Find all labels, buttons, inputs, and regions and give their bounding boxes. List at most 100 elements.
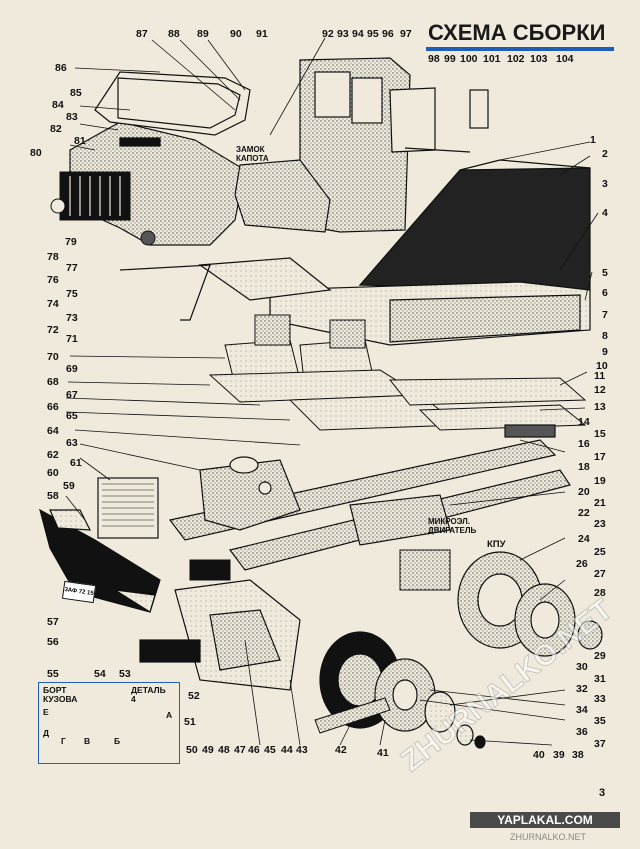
- part-number: 102: [507, 53, 525, 65]
- part-number: 88: [168, 28, 180, 40]
- inset-detail-label: ДЕТАЛЬ 4: [131, 685, 166, 704]
- part-number: 3: [602, 178, 608, 190]
- radiator: [97, 477, 159, 539]
- part-number: 101: [483, 53, 501, 65]
- part-number: 4: [602, 207, 608, 219]
- part-number: 94: [352, 28, 364, 40]
- part-number: 29: [594, 650, 606, 662]
- part-number: 1: [590, 134, 596, 146]
- part-number: 58: [47, 490, 59, 502]
- inset-letter-e: Е: [43, 707, 49, 717]
- part-number: 65: [66, 410, 78, 422]
- part-number: 16: [578, 438, 590, 450]
- part-number: 70: [47, 351, 59, 363]
- part-number: 56: [47, 636, 59, 648]
- part-number: 48: [218, 744, 230, 756]
- part-number: 24: [578, 533, 590, 545]
- part-number: 22: [578, 507, 590, 519]
- part-number: 19: [594, 475, 606, 487]
- inset-letter-d: Д: [43, 728, 50, 738]
- inset-title: БОРТ КУЗОВА: [43, 685, 78, 704]
- part-number: 81: [74, 135, 86, 147]
- title-underline: [426, 47, 614, 51]
- gearbox: [139, 579, 301, 691]
- part-number: 79: [65, 236, 77, 248]
- label-kpu: КПУ: [487, 539, 506, 550]
- part-number: 85: [70, 87, 82, 99]
- grille: [50, 171, 156, 246]
- part-number: 20: [578, 486, 590, 498]
- part-number: 59: [63, 480, 75, 492]
- part-number: 46: [248, 744, 260, 756]
- part-number: 89: [197, 28, 209, 40]
- part-number: 15: [594, 428, 606, 440]
- part-number: 96: [382, 28, 394, 40]
- part-number: 84: [52, 99, 64, 111]
- part-number: 73: [66, 312, 78, 324]
- part-number: 99: [444, 53, 456, 65]
- leader-lines: [65, 37, 599, 746]
- part-number: 82: [50, 123, 62, 135]
- label-micro-engine: МИКРОЭЛ. ДВИГАТЕЛЬ: [428, 517, 477, 535]
- part-number: 72: [47, 324, 59, 336]
- page-title: СХЕМА СБОРКИ: [428, 20, 606, 45]
- part-number: 63: [66, 437, 78, 449]
- part-number: 98: [428, 53, 440, 65]
- small-blocks: [189, 549, 451, 591]
- part-number: 93: [337, 28, 349, 40]
- part-number: 44: [281, 744, 293, 756]
- part-number: 92: [322, 28, 334, 40]
- part-number: 6: [602, 287, 608, 299]
- part-number: 10: [596, 360, 608, 372]
- part-number: 47: [234, 744, 246, 756]
- part-number: 80: [30, 147, 42, 159]
- part-number: 8: [602, 330, 608, 342]
- inset-letter-b: Б: [114, 736, 121, 746]
- inset-letter-g: Г: [61, 736, 66, 746]
- cab: [234, 57, 489, 233]
- part-number: 38: [572, 749, 584, 761]
- engine: [199, 456, 451, 546]
- part-number: 61: [70, 457, 82, 469]
- part-number: 49: [202, 744, 214, 756]
- part-number: 54: [94, 668, 106, 680]
- inset-letter-v: В: [84, 736, 91, 746]
- part-number: 13: [594, 401, 606, 413]
- part-number: 83: [66, 111, 78, 123]
- part-number: 57: [47, 616, 59, 628]
- part-number: 11: [594, 370, 606, 382]
- page-number: 3: [599, 787, 606, 799]
- part-number: 104: [556, 53, 574, 65]
- part-number: 42: [335, 744, 347, 756]
- part-number: 32: [576, 683, 588, 695]
- part-number: 5: [602, 267, 608, 279]
- part-number: 43: [296, 744, 308, 756]
- part-number: 91: [256, 28, 268, 40]
- part-number: 34: [576, 704, 588, 716]
- part-number: 62: [47, 449, 59, 461]
- part-number: 66: [47, 401, 59, 413]
- part-number: 9: [602, 346, 608, 358]
- part-number: 76: [47, 274, 59, 286]
- part-number: 103: [530, 53, 548, 65]
- part-number: 12: [594, 384, 606, 396]
- part-number: 23: [594, 518, 606, 530]
- part-number: 77: [66, 262, 78, 274]
- part-number: 78: [47, 251, 59, 263]
- part-number: 95: [367, 28, 379, 40]
- part-number: 7: [602, 309, 608, 321]
- inset-detail-box: БОРТ КУЗОВА ДЕТАЛЬ 4 Е Д Г В Б А: [38, 682, 180, 764]
- part-number: 35: [594, 715, 606, 727]
- part-number: 90: [230, 28, 242, 40]
- gear-rack: [314, 697, 391, 734]
- label-hood-lock: ЗАМОК КАПОТА: [236, 145, 269, 163]
- part-number: 75: [66, 288, 78, 300]
- part-number: 64: [47, 425, 59, 437]
- part-number: 30: [576, 661, 588, 673]
- part-number: 31: [594, 673, 606, 685]
- inset-letter-a: А: [166, 710, 173, 720]
- part-number: 97: [400, 28, 412, 40]
- part-number: 39: [553, 749, 565, 761]
